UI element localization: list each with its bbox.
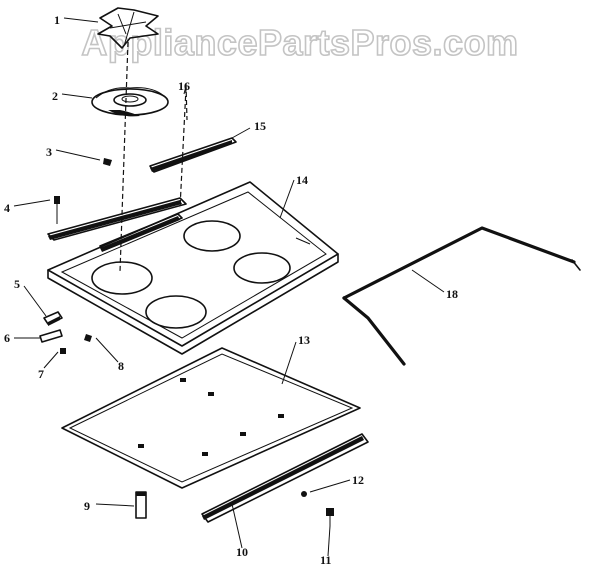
part-18-wire-frame (342, 226, 581, 366)
label-part-8: 8 (118, 359, 124, 373)
part-3-screw (103, 158, 112, 166)
label-part-4: 4 (4, 201, 10, 215)
label-part-18: 18 (446, 287, 458, 301)
alignment-line-bracket (179, 87, 187, 209)
label-part-10: 10 (236, 545, 248, 559)
part-13-bottom-panel (61, 347, 361, 489)
part-6-hinge-pin (39, 329, 63, 343)
part-8-screw (84, 334, 92, 342)
label-part-14: 14 (296, 173, 308, 187)
label-part-13: 13 (298, 333, 310, 347)
part-16-side-trim (47, 197, 187, 252)
label-part-2: 2 (52, 89, 58, 103)
part-4-screw (54, 196, 60, 224)
part-1-knob (97, 7, 159, 49)
label-part-12: 12 (352, 473, 364, 487)
part-2-drip-bowl (91, 87, 169, 117)
label-part-7: 7 (38, 367, 44, 381)
label-part-9: 9 (84, 499, 90, 513)
watermark: AppliancePartsPros.com (81, 22, 518, 63)
label-part-16: 16 (178, 79, 190, 93)
label-part-1: 1 (54, 13, 60, 27)
label-part-15: 15 (254, 119, 266, 133)
label-part-6: 6 (4, 331, 10, 345)
alignment-line-burner (119, 41, 129, 273)
part-14-cooktop (47, 181, 339, 355)
label-part-3: 3 (46, 145, 52, 159)
part-5-hinge-clip (43, 311, 63, 326)
part-12-screw (301, 491, 307, 497)
part-9-leg (135, 491, 147, 519)
part-10-front-rail (201, 433, 369, 523)
part-7-screw (60, 348, 66, 354)
part-15-rear-rail (149, 137, 237, 173)
label-part-5: 5 (14, 277, 20, 291)
label-part-11: 11 (320, 553, 331, 567)
leader-lines (13, 17, 445, 557)
part-11-screw (326, 508, 334, 526)
